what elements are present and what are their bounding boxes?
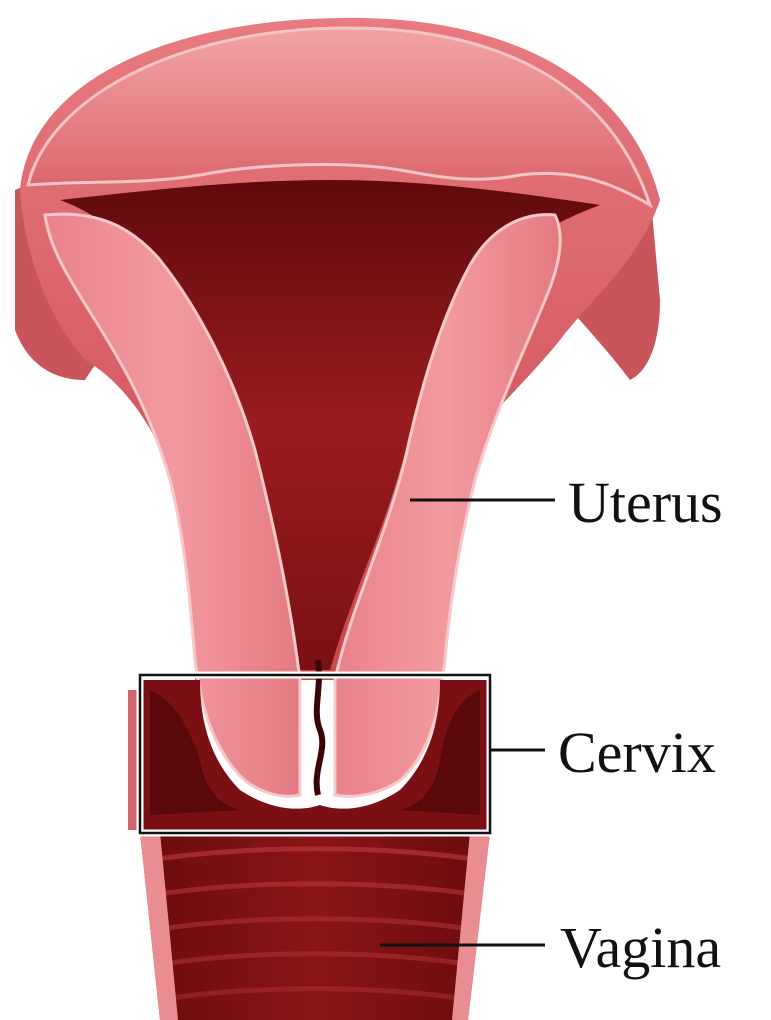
uterus-label: Uterus bbox=[568, 470, 723, 535]
cervix-label: Cervix bbox=[558, 720, 716, 785]
vagina bbox=[140, 832, 490, 1020]
vagina-label: Vagina bbox=[560, 915, 721, 980]
